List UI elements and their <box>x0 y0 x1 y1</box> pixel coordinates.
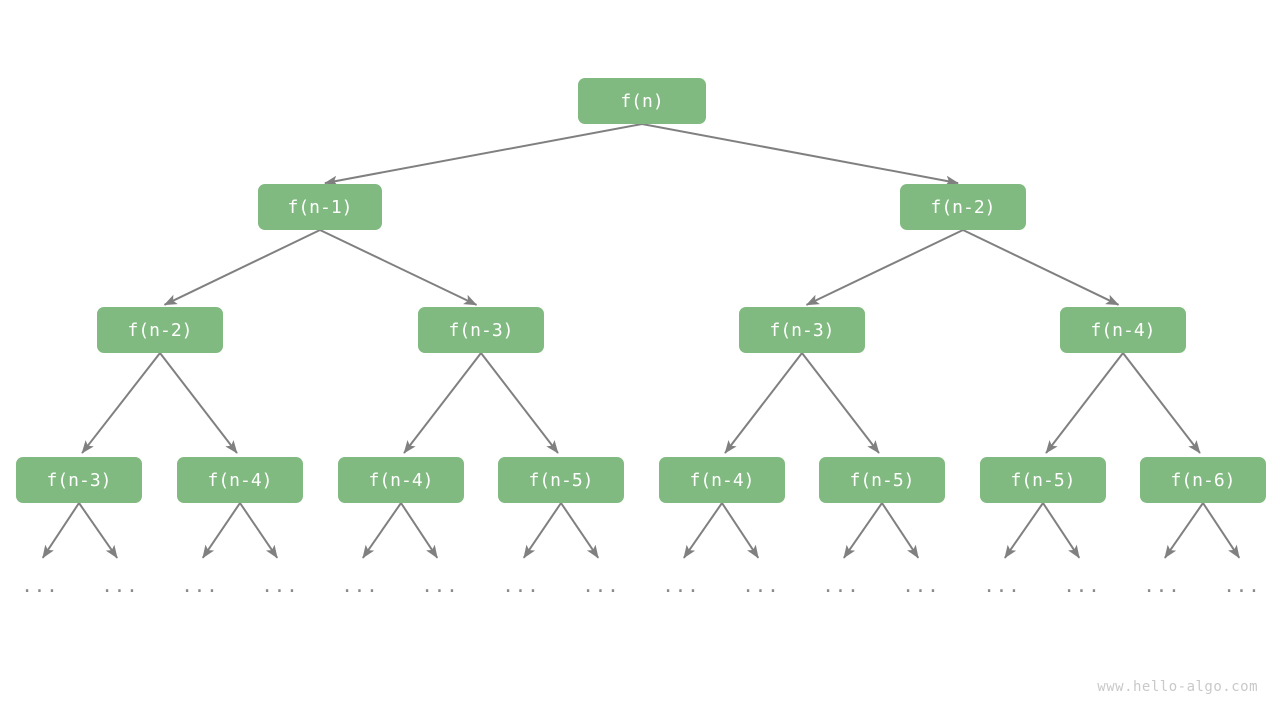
ellipsis-marker-4: ... <box>341 575 379 597</box>
leaf-stub-l3n5-1 <box>881 502 920 559</box>
tree-node-label: f(n-4) <box>207 469 273 491</box>
tree-node-label: f(n-3) <box>769 319 835 341</box>
edge-l2n3-l3n6 <box>1045 352 1124 454</box>
tree-node-l3n7: f(n-6) <box>1140 457 1266 503</box>
ellipsis-marker-10: ... <box>822 575 860 597</box>
leaf-stub-l3n2-1 <box>400 502 439 559</box>
tree-node-l3n5: f(n-5) <box>819 457 945 503</box>
tree-node-l0n0: f(n) <box>578 78 706 124</box>
tree-node-l3n6: f(n-5) <box>980 457 1106 503</box>
leaf-stub-l3n1-1 <box>239 502 279 559</box>
tree-node-l3n4: f(n-4) <box>659 457 785 503</box>
leaf-stub-l3n6-0 <box>1004 502 1044 559</box>
leaf-stub-l3n3-1 <box>560 502 600 559</box>
tree-node-label: f(n-4) <box>689 469 755 491</box>
ellipsis-marker-12: ... <box>983 575 1021 597</box>
leaf-stub-l3n7-0 <box>1164 502 1204 559</box>
ellipsis-marker-2: ... <box>181 575 219 597</box>
tree-node-label: f(n-5) <box>528 469 594 491</box>
tree-node-l2n0: f(n-2) <box>97 307 223 353</box>
ellipsis-marker-7: ... <box>582 575 620 597</box>
edge-l1n0-l2n0 <box>163 229 321 306</box>
tree-node-label: f(n-3) <box>46 469 112 491</box>
ellipsis-marker-11: ... <box>902 575 940 597</box>
tree-node-label: f(n-2) <box>930 196 996 218</box>
tree-node-l1n1: f(n-2) <box>900 184 1026 230</box>
tree-node-l2n3: f(n-4) <box>1060 307 1186 353</box>
tree-node-l3n0: f(n-3) <box>16 457 142 503</box>
ellipsis-marker-5: ... <box>421 575 459 597</box>
leaf-stub-l3n0-0 <box>41 502 80 559</box>
tree-node-label: f(n-5) <box>1010 469 1076 491</box>
leaf-stub-l3n0-1 <box>78 502 118 559</box>
tree-node-l3n2: f(n-4) <box>338 457 464 503</box>
tree-node-label: f(n-5) <box>849 469 915 491</box>
leaf-stub-l3n1-0 <box>201 502 241 559</box>
edge-l2n1-l3n3 <box>480 352 559 454</box>
tree-node-l2n2: f(n-3) <box>739 307 865 353</box>
tree-node-label: f(n-1) <box>287 196 353 218</box>
tree-node-label: f(n-3) <box>448 319 514 341</box>
edge-l2n1-l3n2 <box>403 352 482 454</box>
ellipsis-marker-9: ... <box>742 575 780 597</box>
ellipsis-marker-13: ... <box>1063 575 1101 597</box>
tree-node-l2n1: f(n-3) <box>418 307 544 353</box>
edge-l1n1-l2n3 <box>962 229 1120 306</box>
edge-l2n0-l3n1 <box>159 352 238 454</box>
edge-l2n0-l3n0 <box>81 352 161 454</box>
edge-l0n0-l1n0 <box>324 123 643 186</box>
tree-node-label: f(n-2) <box>127 319 193 341</box>
ellipsis-marker-6: ... <box>502 575 540 597</box>
edge-l0n0-l1n1 <box>641 123 959 186</box>
tree-node-label: f(n-6) <box>1170 469 1236 491</box>
leaf-stub-l3n5-0 <box>843 502 883 559</box>
edge-l1n0-l2n1 <box>319 229 478 306</box>
leaf-stub-l3n2-0 <box>362 502 402 559</box>
watermark-label: www.hello-algo.com <box>1097 679 1258 695</box>
ellipsis-marker-8: ... <box>662 575 700 597</box>
leaf-stub-l3n4-0 <box>683 502 723 559</box>
tree-node-l1n0: f(n-1) <box>258 184 382 230</box>
leaf-stub-l3n7-1 <box>1202 502 1241 559</box>
ellipsis-marker-14: ... <box>1143 575 1181 597</box>
edge-l2n2-l3n5 <box>801 352 880 454</box>
tree-node-l3n1: f(n-4) <box>177 457 303 503</box>
ellipsis-marker-3: ... <box>261 575 299 597</box>
leaf-stub-l3n6-1 <box>1042 502 1081 559</box>
tree-node-label: f(n) <box>620 90 664 112</box>
ellipsis-marker-0: ... <box>21 575 59 597</box>
edge-l2n3-l3n7 <box>1122 352 1201 454</box>
leaf-stub-l3n4-1 <box>721 502 760 559</box>
tree-node-label: f(n-4) <box>368 469 434 491</box>
tree-node-label: f(n-4) <box>1090 319 1156 341</box>
tree-node-l3n3: f(n-5) <box>498 457 624 503</box>
ellipsis-marker-1: ... <box>101 575 139 597</box>
leaf-stub-l3n3-0 <box>522 502 562 559</box>
edge-l1n1-l2n2 <box>805 229 964 306</box>
ellipsis-marker-15: ... <box>1223 575 1261 597</box>
edge-l2n2-l3n4 <box>724 352 803 454</box>
